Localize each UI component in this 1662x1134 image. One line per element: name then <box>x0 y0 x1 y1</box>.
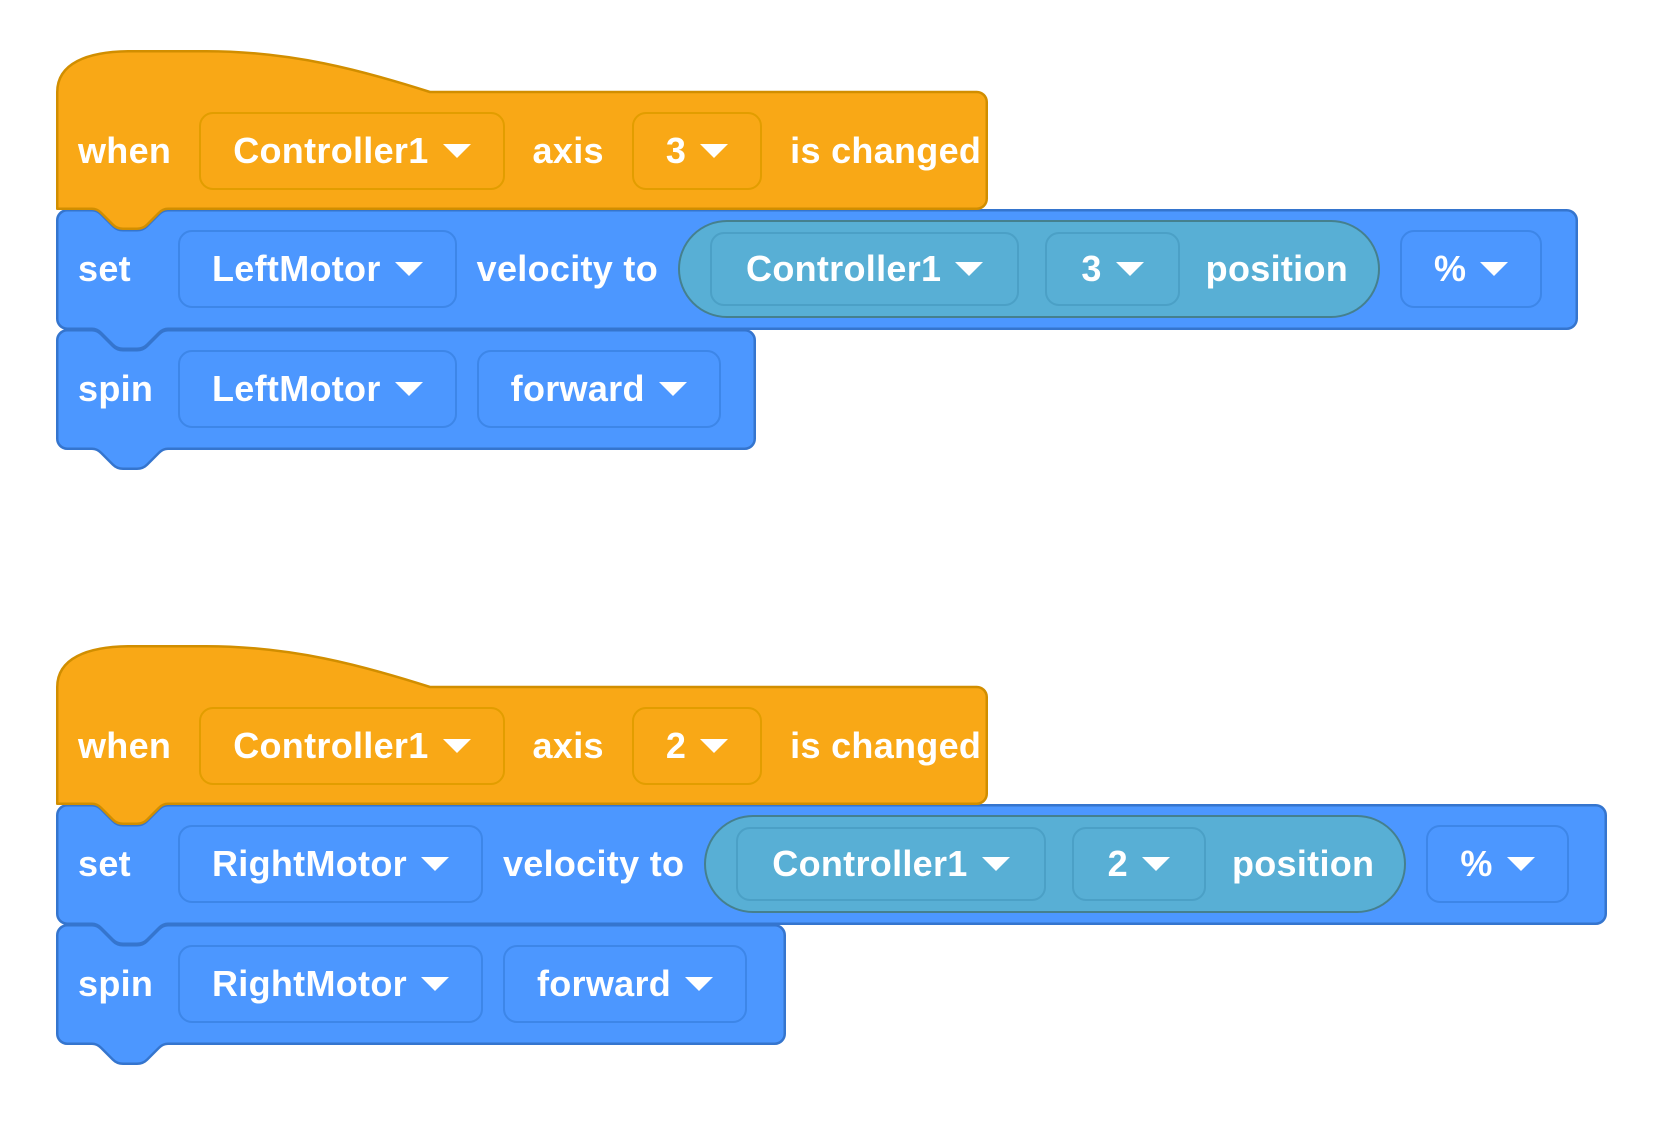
hat-block-content: when Controller1 axis 3 is changed <box>78 92 981 209</box>
block-stack-left-motor: when Controller1 axis 3 is changed set L… <box>56 50 1636 480</box>
axis-dropdown[interactable]: 3 <box>631 111 763 190</box>
reporter-axis-dropdown[interactable]: 3 <box>1045 232 1180 306</box>
set-label: set <box>78 248 131 289</box>
direction-dropdown-label: forward <box>510 368 645 409</box>
dropdown-arrow-icon <box>658 382 687 396</box>
axis-dropdown-label: 3 <box>665 129 687 171</box>
unit-dropdown[interactable]: % <box>1400 230 1543 308</box>
dropdown-arrow-icon <box>1506 857 1535 871</box>
controller-dropdown[interactable]: Controller1 <box>199 706 505 785</box>
reporter-axis-dropdown[interactable]: 2 <box>1071 827 1206 901</box>
reporter-controller-dropdown[interactable]: Controller1 <box>736 827 1046 901</box>
spin-block-content: spin LeftMotor forward <box>78 329 721 449</box>
velocity-to-label: velocity to <box>476 248 659 289</box>
dropdown-arrow-icon <box>1141 857 1170 871</box>
motor-dropdown[interactable]: LeftMotor <box>178 350 457 428</box>
dropdown-arrow-icon <box>394 382 423 396</box>
dropdown-arrow-icon <box>394 262 423 276</box>
set-velocity-block-content: set LeftMotor velocity to Controller1 3 … <box>78 209 1543 329</box>
hat-block-content: when Controller1 axis 2 is changed <box>78 687 981 804</box>
block-stack-right-motor: when Controller1 axis 2 is changed set R… <box>56 645 1636 1075</box>
dropdown-arrow-icon <box>1115 262 1144 276</box>
spin-label: spin <box>78 368 154 409</box>
axis-dropdown-label: 2 <box>665 724 687 766</box>
unit-dropdown-label: % <box>1460 843 1493 884</box>
is-changed-label: is changed <box>790 724 982 766</box>
position-label: position <box>1231 843 1375 884</box>
reporter-axis-label: 3 <box>1081 248 1102 289</box>
dropdown-arrow-icon <box>442 738 471 753</box>
motor-dropdown[interactable]: RightMotor <box>178 825 483 903</box>
unit-dropdown[interactable]: % <box>1426 825 1569 903</box>
dropdown-arrow-icon <box>955 262 984 276</box>
spin-label: spin <box>78 963 154 1004</box>
reporter-controller-label: Controller1 <box>772 843 968 884</box>
dropdown-arrow-icon <box>700 738 729 753</box>
when-label: when <box>78 724 172 766</box>
dropdown-arrow-icon <box>981 857 1010 871</box>
controller-position-reporter[interactable]: Controller1 2 position <box>704 815 1407 913</box>
motor-dropdown-label: LeftMotor <box>212 368 381 409</box>
when-label: when <box>78 129 172 171</box>
is-changed-label: is changed <box>790 129 982 171</box>
controller-position-reporter[interactable]: Controller1 3 position <box>678 220 1381 318</box>
dropdown-arrow-icon <box>685 977 714 991</box>
axis-dropdown[interactable]: 2 <box>631 706 763 785</box>
direction-dropdown-label: forward <box>536 963 672 1004</box>
motor-dropdown-label: RightMotor <box>212 963 407 1004</box>
motor-dropdown-label: LeftMotor <box>212 248 381 289</box>
unit-dropdown-label: % <box>1434 248 1467 289</box>
controller-dropdown[interactable]: Controller1 <box>199 111 505 190</box>
motor-dropdown[interactable]: RightMotor <box>178 945 483 1023</box>
motor-dropdown[interactable]: LeftMotor <box>178 230 457 308</box>
spin-block-content: spin RightMotor forward <box>78 924 748 1044</box>
dropdown-arrow-icon <box>420 977 449 991</box>
reporter-controller-label: Controller1 <box>746 248 942 289</box>
controller-dropdown-label: Controller1 <box>233 724 429 766</box>
motor-dropdown-label: RightMotor <box>212 843 407 884</box>
dropdown-arrow-icon <box>420 857 449 871</box>
dropdown-arrow-icon <box>442 143 471 158</box>
set-label: set <box>78 843 131 884</box>
axis-label: axis <box>532 724 604 766</box>
dropdown-arrow-icon <box>1480 262 1509 276</box>
reporter-controller-dropdown[interactable]: Controller1 <box>710 232 1020 306</box>
position-label: position <box>1205 248 1349 289</box>
dropdown-arrow-icon <box>700 143 729 158</box>
axis-label: axis <box>532 129 604 171</box>
direction-dropdown[interactable]: forward <box>502 945 748 1023</box>
velocity-to-label: velocity to <box>502 843 685 884</box>
reporter-axis-label: 2 <box>1107 843 1128 884</box>
direction-dropdown[interactable]: forward <box>476 350 721 428</box>
set-velocity-block-content: set RightMotor velocity to Controller1 2… <box>78 804 1569 924</box>
controller-dropdown-label: Controller1 <box>233 129 429 171</box>
